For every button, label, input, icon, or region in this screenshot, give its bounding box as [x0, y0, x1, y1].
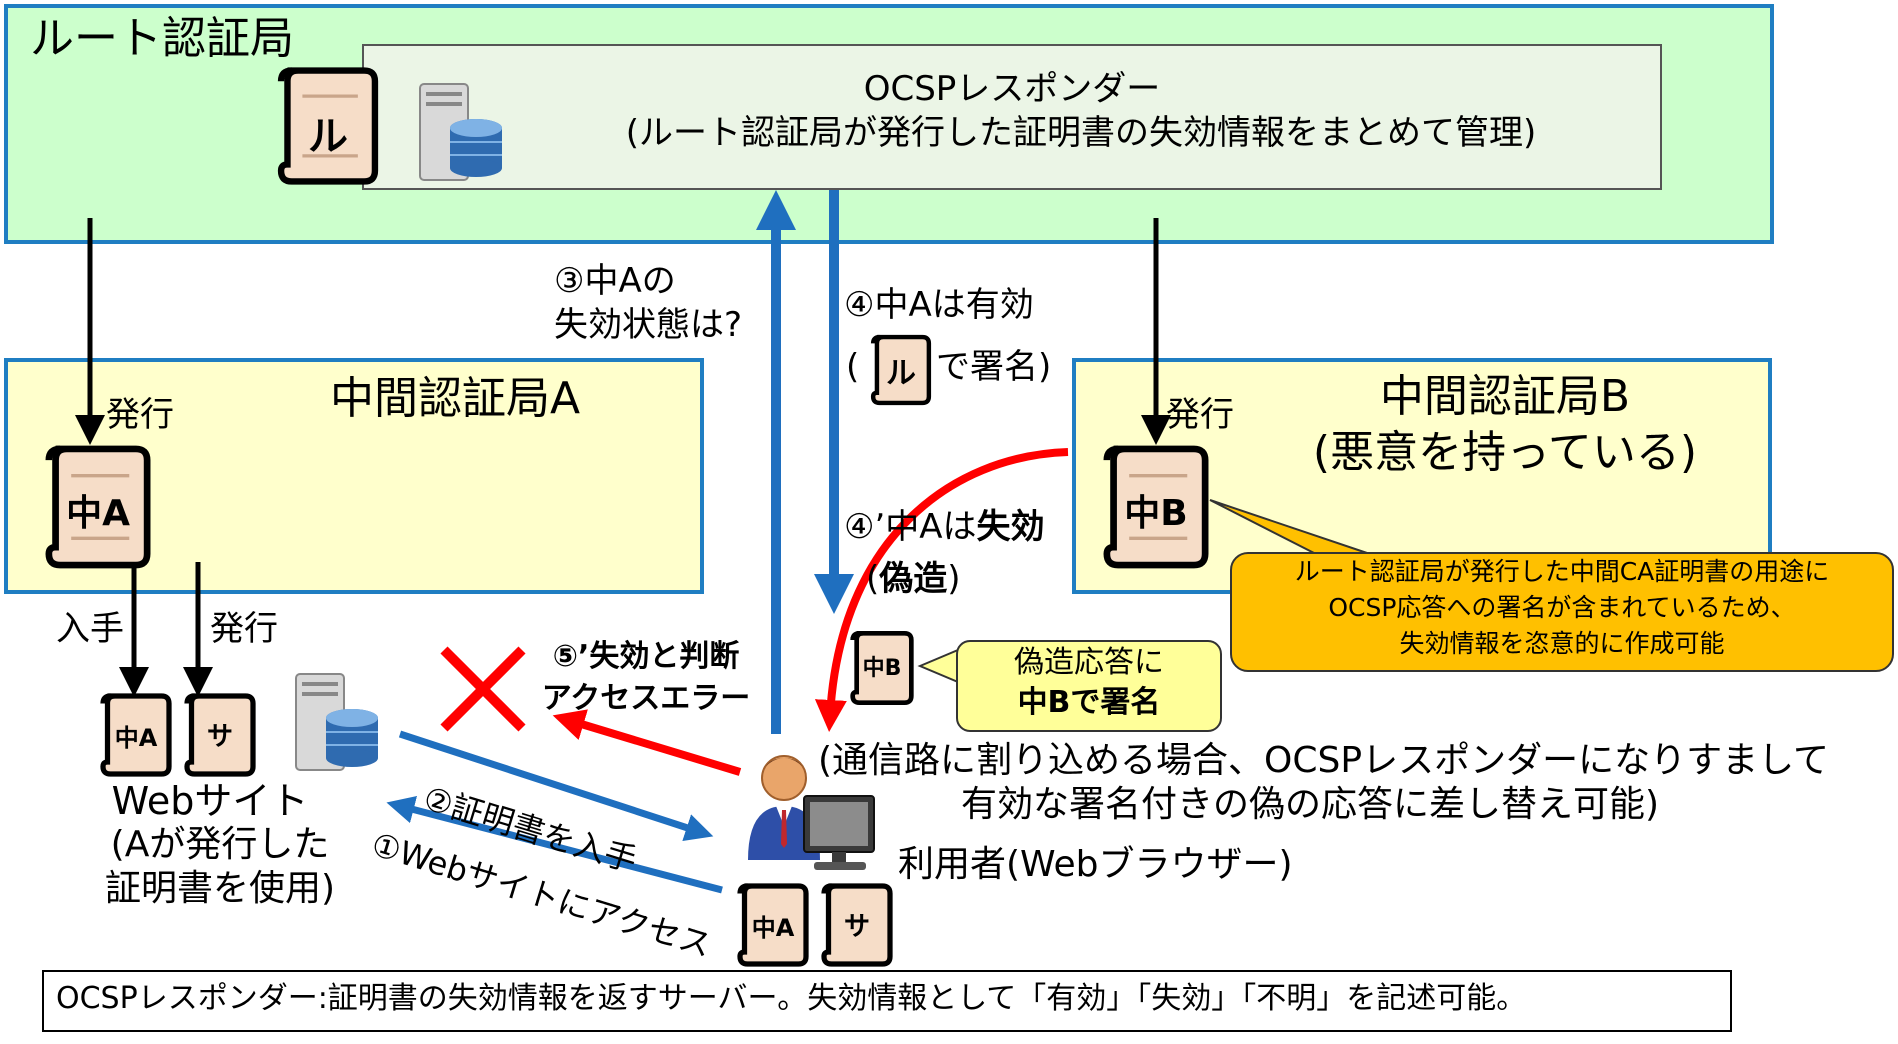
website-issue-label: 発行 — [210, 609, 278, 649]
step3-line2: 失効状態は? — [554, 305, 743, 345]
step4-prime-line1: ④’中Aは失効 — [844, 507, 1045, 547]
website-obtain-label: 入手 — [56, 609, 124, 649]
ocsp-server-icon — [414, 80, 504, 184]
ca-b-subtitle: (悪意を持っている) — [1312, 427, 1698, 478]
user-name: 利用者(Webブラウザー) — [898, 844, 1293, 885]
step4-prime-prefix: ④’中Aは — [844, 507, 977, 547]
footer-note-text: OCSPレスポンダー:証明書の失効情報を返すサーバー。失効情報として「有効」「失… — [56, 981, 1527, 1016]
arrow-forged-response — [814, 448, 1069, 732]
ca-b-certificate-icon: 中B — [1094, 440, 1218, 574]
step4-prime-line2: (偽造) — [866, 559, 961, 599]
root-certificate-icon: ル — [268, 62, 388, 190]
forged-bubble-line1: 偽造応答に — [1014, 645, 1164, 680]
website-server-certificate-icon: サ — [180, 690, 260, 780]
arrow-get-certificate — [398, 730, 714, 841]
website-name: Webサイト — [111, 779, 309, 823]
user-ca-a-certificate-label: 中A — [751, 914, 795, 942]
mitm-note-line1: (通信路に割り込める場合、OCSPレスポンダーになりすまして — [818, 740, 1829, 781]
forged-bubble — [956, 640, 1222, 732]
root-certificate-label: ル — [308, 114, 348, 160]
callout-box — [1230, 552, 1894, 672]
user-server-certificate-label: サ — [843, 912, 870, 942]
ca-a-issue-label: 発行 — [106, 395, 174, 435]
forged-bubble-line2: 中Bで署名 — [1017, 685, 1161, 720]
ocsp-responder-title: OCSPレスポンダー — [863, 69, 1161, 109]
ca-a-title: 中間認証局A — [330, 373, 581, 424]
callout-line1: ルート認証局が発行した中間CA証明書の用途に — [1294, 557, 1830, 586]
arrow-access-error — [552, 709, 742, 776]
step4-certificate-icon: ル — [868, 332, 934, 408]
website-ca-a-certificate-label: 中A — [114, 724, 158, 752]
step4-certificate-label: ル — [886, 356, 916, 391]
step5-line1: ⑤’失効と判断 — [552, 639, 740, 674]
website-ca-a-certificate-icon: 中A — [96, 690, 176, 780]
step4-prime-forged: 偽造 — [879, 559, 948, 599]
website-server-icon — [290, 670, 380, 774]
callout-line2: OCSP応答への署名が含まれているため、 — [1328, 593, 1796, 622]
ca-b-title: 中間認証局B — [1379, 371, 1631, 422]
forged-certificate-icon: 中B — [846, 628, 918, 708]
footer-note-box — [42, 970, 1732, 1032]
website-server-certificate-label: サ — [206, 722, 233, 752]
step4-line2-close: で署名) — [936, 347, 1052, 387]
mitm-note-line2: 有効な署名付きの偽の応答に差し替え可能) — [960, 784, 1660, 825]
step5-line2: アクセスエラー — [541, 681, 751, 716]
ca-b-certificate-label: 中B — [1124, 493, 1188, 534]
ocsp-responder-box — [362, 44, 1662, 190]
step4-prime-close: ) — [947, 559, 961, 599]
ca-a-certificate-icon: 中A — [36, 440, 160, 574]
user-computer-icon — [740, 752, 890, 876]
ocsp-responder-desc: (ルート認証局が発行した証明書の失効情報をまとめて管理) — [625, 113, 1537, 153]
website-desc-line1: (Aが発行した — [110, 824, 330, 865]
bubble-pointer — [917, 648, 959, 684]
callout-pointer — [1209, 499, 1371, 555]
step4-prime-open: ( — [866, 559, 880, 599]
user-ca-a-certificate-icon: 中A — [734, 880, 812, 970]
forged-certificate-label: 中B — [862, 656, 902, 681]
step3-line1: ③中Aの — [554, 261, 676, 301]
arrow-access-website — [386, 795, 723, 894]
root-ca-title: ルート認証局 — [30, 13, 294, 64]
step4-prime-bold: 失効 — [976, 507, 1045, 547]
user-server-certificate-icon: サ — [818, 880, 896, 970]
step4-line2-open: ( — [846, 347, 860, 387]
website-desc-line2: 証明書を使用) — [104, 868, 336, 909]
callout-line3: 失効情報を恣意的に作成可能 — [1399, 629, 1725, 658]
x-mark-icon — [440, 646, 526, 732]
ca-a-certificate-label: 中A — [66, 493, 130, 534]
ca-b-issue-label: 発行 — [1166, 395, 1234, 435]
step4-line1: ④中Aは有効 — [844, 285, 1034, 325]
